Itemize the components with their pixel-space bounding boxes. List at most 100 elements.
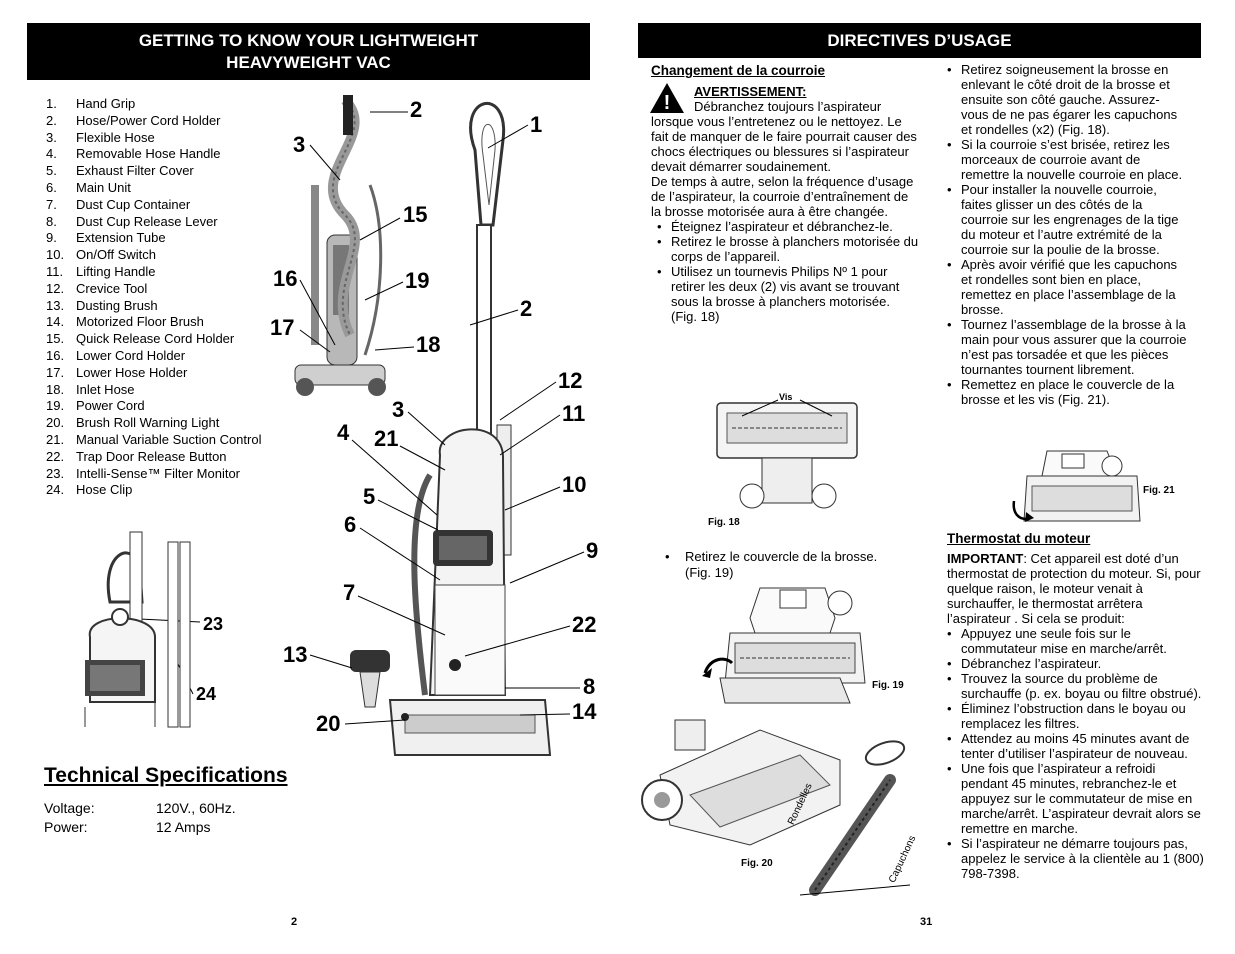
spec-power-value: 12 Amps xyxy=(156,819,211,835)
svg-text:!: ! xyxy=(664,92,671,114)
steps-right-list: Retirez soigneusement la brosse en enlev… xyxy=(947,62,1187,407)
list-item: 17.Lower Hose Holder xyxy=(46,364,188,380)
list-item: Éliminez l’obstruction dans le boyau ou … xyxy=(947,701,1205,731)
page-number-right: 31 xyxy=(920,916,933,928)
list-item: Utilisez un tournevis Philips Nº 1 pour … xyxy=(657,264,919,324)
spec-voltage-label: Voltage: xyxy=(44,800,95,816)
callout-24: 24 xyxy=(196,684,216,704)
callout-21: 21 xyxy=(374,426,398,451)
list-item: 20.Brush Roll Warning Light xyxy=(46,415,220,431)
list-item: 11.Lifting Handle xyxy=(46,263,156,279)
list-item: Remettez en place le couvercle de la bro… xyxy=(947,377,1187,407)
left-header-line2: HEAVYWEIGHT VAC xyxy=(226,52,391,72)
callout-12: 12 xyxy=(558,368,582,393)
parts-list: 1.Hand Grip 2.Hose/Power Cord Holder 3.F… xyxy=(46,96,286,499)
list-item: Tournez l’assemblage de la brosse à la m… xyxy=(947,317,1187,377)
fig19-label: Fig. 19 xyxy=(872,680,904,691)
thermostat-section: Thermostat du moteur IMPORTANT: Cet appa… xyxy=(947,531,1205,881)
callout-7: 7 xyxy=(343,580,355,605)
list-item: 24.Hose Clip xyxy=(46,482,133,498)
list-item: 22.Trap Door Release Button xyxy=(46,448,227,464)
callout-10: 10 xyxy=(562,472,586,497)
list-item: 23.Intelli-Sense™ Filter Monitor xyxy=(46,465,240,481)
spec-voltage-value: 120V., 60Hz. xyxy=(156,800,236,816)
filter-monitor-detail-illustration xyxy=(84,531,191,728)
belt-section-title: Changement de la courroie xyxy=(651,63,826,78)
vacuum-accessories-illustration xyxy=(294,95,386,396)
callout-19: 19 xyxy=(405,268,429,293)
warning-label: AVERTISSEMENT: xyxy=(694,84,807,99)
list-item: 9.Extension Tube xyxy=(46,230,166,246)
list-item: 15.Quick Release Cord Holder xyxy=(46,331,235,347)
callout-18: 18 xyxy=(416,332,440,357)
tech-specs-title: Technical Specifications xyxy=(44,764,288,787)
list-item: 2.Hose/Power Cord Holder xyxy=(46,112,221,128)
callout-5: 5 xyxy=(363,484,375,509)
list-item: Débranchez l’aspirateur. xyxy=(947,656,1205,671)
page-number-left: 2 xyxy=(291,916,298,928)
left-page-header: GETTING TO KNOW YOUR LIGHTWEIGHT HEAVYWE… xyxy=(27,23,590,80)
important-text: : Cet appareil est doté d’un thermostat … xyxy=(947,551,1201,626)
callout-20: 20 xyxy=(316,711,340,736)
list-item: Retirez le brosse à planchers motorisée … xyxy=(657,234,919,264)
list-item: Si l’aspirateur ne démarre toujours pas,… xyxy=(947,836,1205,881)
callout-8: 8 xyxy=(583,674,595,699)
steps-left-list: Éteignez l’aspirateur et débranchez-le. … xyxy=(651,219,919,324)
list-item: Retirez soigneusement la brosse en enlev… xyxy=(947,62,1187,137)
list-item: 3.Flexible Hose xyxy=(46,129,155,145)
list-item: 21.Manual Variable Suction Control xyxy=(46,431,262,447)
list-item: Retirez le couvercle de la brosse. (Fig.… xyxy=(665,549,905,581)
list-item: 19.Power Cord xyxy=(46,398,145,414)
warning-block: ! AVERTISSEMENT: Débranchez toujours l’a… xyxy=(650,83,919,174)
fig18-illustration xyxy=(716,399,858,509)
callout-3b: 3 xyxy=(392,397,404,422)
callout-14: 14 xyxy=(572,699,597,724)
callout-16: 16 xyxy=(273,266,297,291)
callout-4: 4 xyxy=(337,420,350,445)
callout-3: 3 xyxy=(293,132,305,157)
callout-labels: 1 2 3 15 16 19 17 18 2 12 3 11 4 21 10 5… xyxy=(196,97,598,736)
fig20-label: Fig. 20 xyxy=(741,858,773,869)
callout-1: 1 xyxy=(530,112,542,137)
list-item: 16.Lower Cord Holder xyxy=(46,347,186,363)
list-item: 12.Crevice Tool xyxy=(46,280,148,296)
fig21-label: Fig. 21 xyxy=(1143,485,1175,496)
list-item: 18.Inlet Hose xyxy=(46,381,135,397)
callout-9: 9 xyxy=(586,538,598,563)
callout-11: 11 xyxy=(562,401,585,426)
thermostat-steps-list: Appuyez une seule fois sur le commutateu… xyxy=(947,626,1205,881)
fig18-label: Fig. 18 xyxy=(708,517,740,528)
callout-leader-lines xyxy=(119,111,585,725)
callout-17: 17 xyxy=(270,315,294,340)
list-item: 7.Dust Cup Container xyxy=(46,196,191,212)
list-item: 8.Dust Cup Release Lever xyxy=(46,213,218,229)
fig19-illustration xyxy=(702,587,866,704)
callout-15: 15 xyxy=(403,202,427,227)
important-paragraph: IMPORTANT: Cet appareil est doté d’un th… xyxy=(947,551,1205,626)
warning-triangle-icon: ! xyxy=(650,83,684,114)
right-page-header: DIRECTIVES D’USAGE xyxy=(638,23,1201,58)
list-item: Une fois que l’aspirateur a refroidi pen… xyxy=(947,761,1205,836)
list-item: Trouvez la source du problème de surchau… xyxy=(947,671,1205,701)
fig21-illustration xyxy=(1012,450,1141,522)
dusting-brush-illustration xyxy=(350,650,390,708)
left-header-line1: GETTING TO KNOW YOUR LIGHTWEIGHT xyxy=(138,30,479,50)
callout-6: 6 xyxy=(344,512,356,537)
list-item: Pour installer la nouvelle courroie, fai… xyxy=(947,182,1187,257)
spec-power-row: Power: 12 Amps xyxy=(44,819,344,837)
callout-23: 23 xyxy=(203,614,223,634)
list-item: 6.Main Unit xyxy=(46,179,131,195)
step-cover-list: Retirez le couvercle de la brosse. (Fig.… xyxy=(665,549,905,581)
spec-voltage-row: Voltage: 120V., 60Hz. xyxy=(44,800,344,818)
list-item: 10.On/Off Switch xyxy=(46,247,156,263)
vacuum-main-illustration xyxy=(388,102,552,756)
list-item: 5.Exhaust Filter Cover xyxy=(46,163,194,179)
callout-2b: 2 xyxy=(520,296,532,321)
list-item: Si la courroie s’est brisée, retirez les… xyxy=(947,137,1187,182)
spec-power-label: Power: xyxy=(44,819,88,835)
fig18-vis-label: Vis xyxy=(779,392,793,402)
fig20-illustration xyxy=(641,719,911,896)
list-item: 14.Motorized Floor Brush xyxy=(46,314,204,330)
warning-text: Débranchez toujours l’aspirateur lorsque… xyxy=(651,99,917,174)
important-label: IMPORTANT xyxy=(947,551,1024,566)
